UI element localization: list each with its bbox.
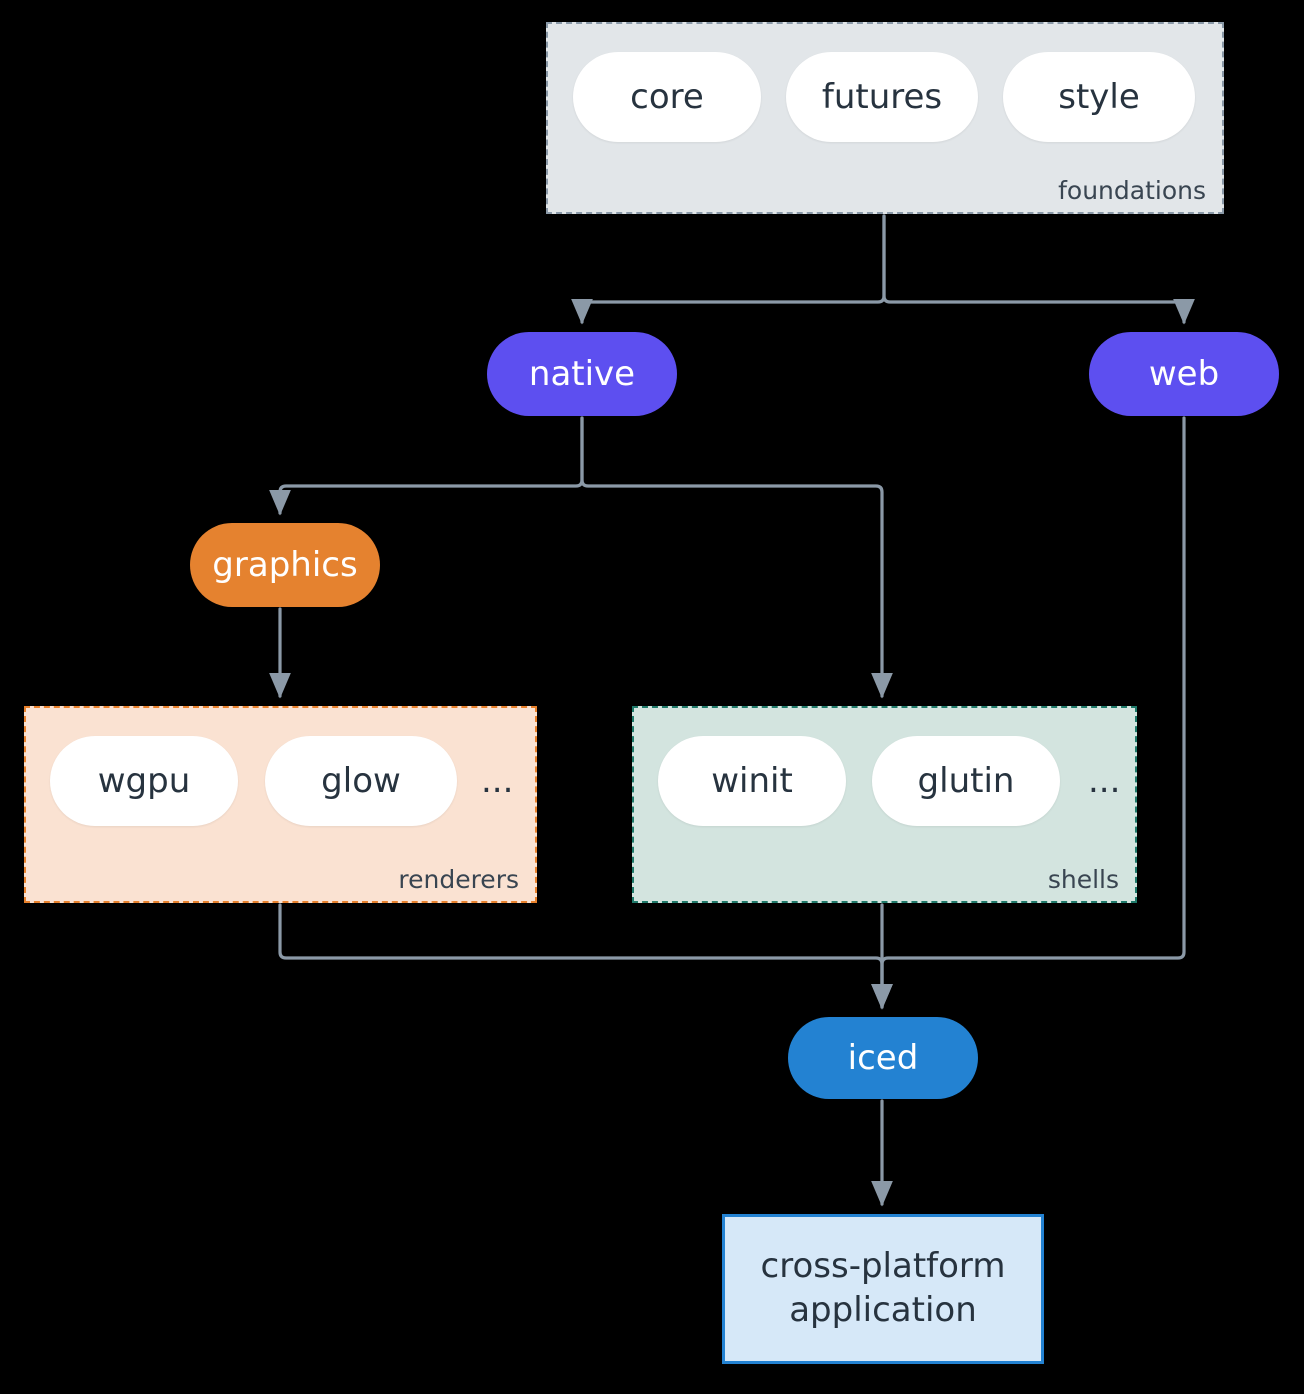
- cluster-shells-label: shells: [1047, 864, 1119, 894]
- node-glutin-label: glutin: [917, 761, 1015, 801]
- node-glow-label: glow: [321, 761, 401, 801]
- cluster-renderers-label: renderers: [398, 864, 519, 894]
- edge-foundations-native: [571, 214, 886, 325]
- node-web[interactable]: web: [1089, 332, 1279, 416]
- node-glutin[interactable]: glutin: [872, 736, 1060, 826]
- node-futures[interactable]: futures: [786, 52, 978, 142]
- node-native-label: native: [528, 354, 636, 394]
- edge-native-graphics: [269, 416, 584, 516]
- node-style-label: style: [1058, 77, 1140, 117]
- node-graphics-label: graphics: [212, 545, 358, 585]
- node-native[interactable]: native: [487, 332, 677, 416]
- node-core[interactable]: core: [573, 52, 761, 142]
- node-style[interactable]: style: [1003, 52, 1195, 142]
- renderers-more-ellipsis: ...: [481, 761, 514, 801]
- node-futures-label: futures: [821, 77, 943, 117]
- node-graphics[interactable]: graphics: [190, 523, 380, 607]
- node-web-label: web: [1148, 354, 1220, 394]
- node-iced-label: iced: [847, 1038, 919, 1078]
- application-label-line1: cross-platform: [760, 1246, 1006, 1287]
- node-core-label: core: [630, 77, 704, 117]
- cluster-foundations-label: foundations: [1058, 175, 1206, 205]
- edge-foundations-web: [882, 214, 1195, 325]
- node-winit-label: winit: [711, 761, 793, 801]
- node-wgpu-label: wgpu: [97, 761, 191, 801]
- edge-renderers-iced: [278, 903, 893, 1010]
- node-winit[interactable]: winit: [658, 736, 846, 826]
- node-wgpu[interactable]: wgpu: [50, 736, 238, 826]
- shells-more-ellipsis: ...: [1088, 761, 1121, 801]
- node-cross-platform-application[interactable]: cross-platform application: [722, 1214, 1044, 1364]
- application-label-line2: application: [789, 1290, 977, 1330]
- node-iced[interactable]: iced: [788, 1017, 978, 1099]
- edge-native-shells: [580, 416, 893, 699]
- node-glow[interactable]: glow: [265, 736, 457, 826]
